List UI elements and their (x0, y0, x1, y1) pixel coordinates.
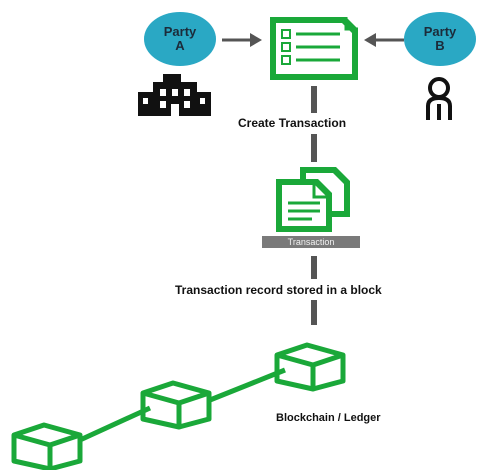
block-icon (140, 380, 212, 430)
documents-icon (276, 167, 350, 232)
block-icon (11, 422, 83, 470)
connector-mid (311, 134, 317, 162)
connector-bottom (311, 300, 317, 325)
arrow-b-to-document (364, 33, 404, 47)
person-icon (426, 77, 452, 120)
blockchain-ledger-label: Blockchain / Ledger (276, 412, 381, 424)
building-icon (138, 74, 211, 116)
party-a-line1: Party (163, 24, 197, 39)
connector-lower (311, 256, 317, 279)
create-transaction-label: Create Transaction (238, 116, 347, 130)
connector-top (311, 86, 317, 113)
document-checklist-icon (270, 17, 358, 80)
chain-links (78, 367, 286, 443)
transaction-tag: Transaction (262, 236, 360, 248)
party-b-line2: B (435, 38, 445, 53)
party-a-bubble (144, 12, 216, 66)
stored-in-block-label: Transaction record stored in a block (175, 283, 382, 297)
party-a-line2: A (175, 38, 185, 53)
party-a-label: Party A (145, 25, 215, 53)
party-b-line1: Party (423, 24, 457, 39)
block-icon (274, 342, 346, 392)
party-b-bubble (404, 12, 476, 66)
party-b-label: Party B (405, 25, 475, 53)
arrow-a-to-document (222, 33, 262, 47)
